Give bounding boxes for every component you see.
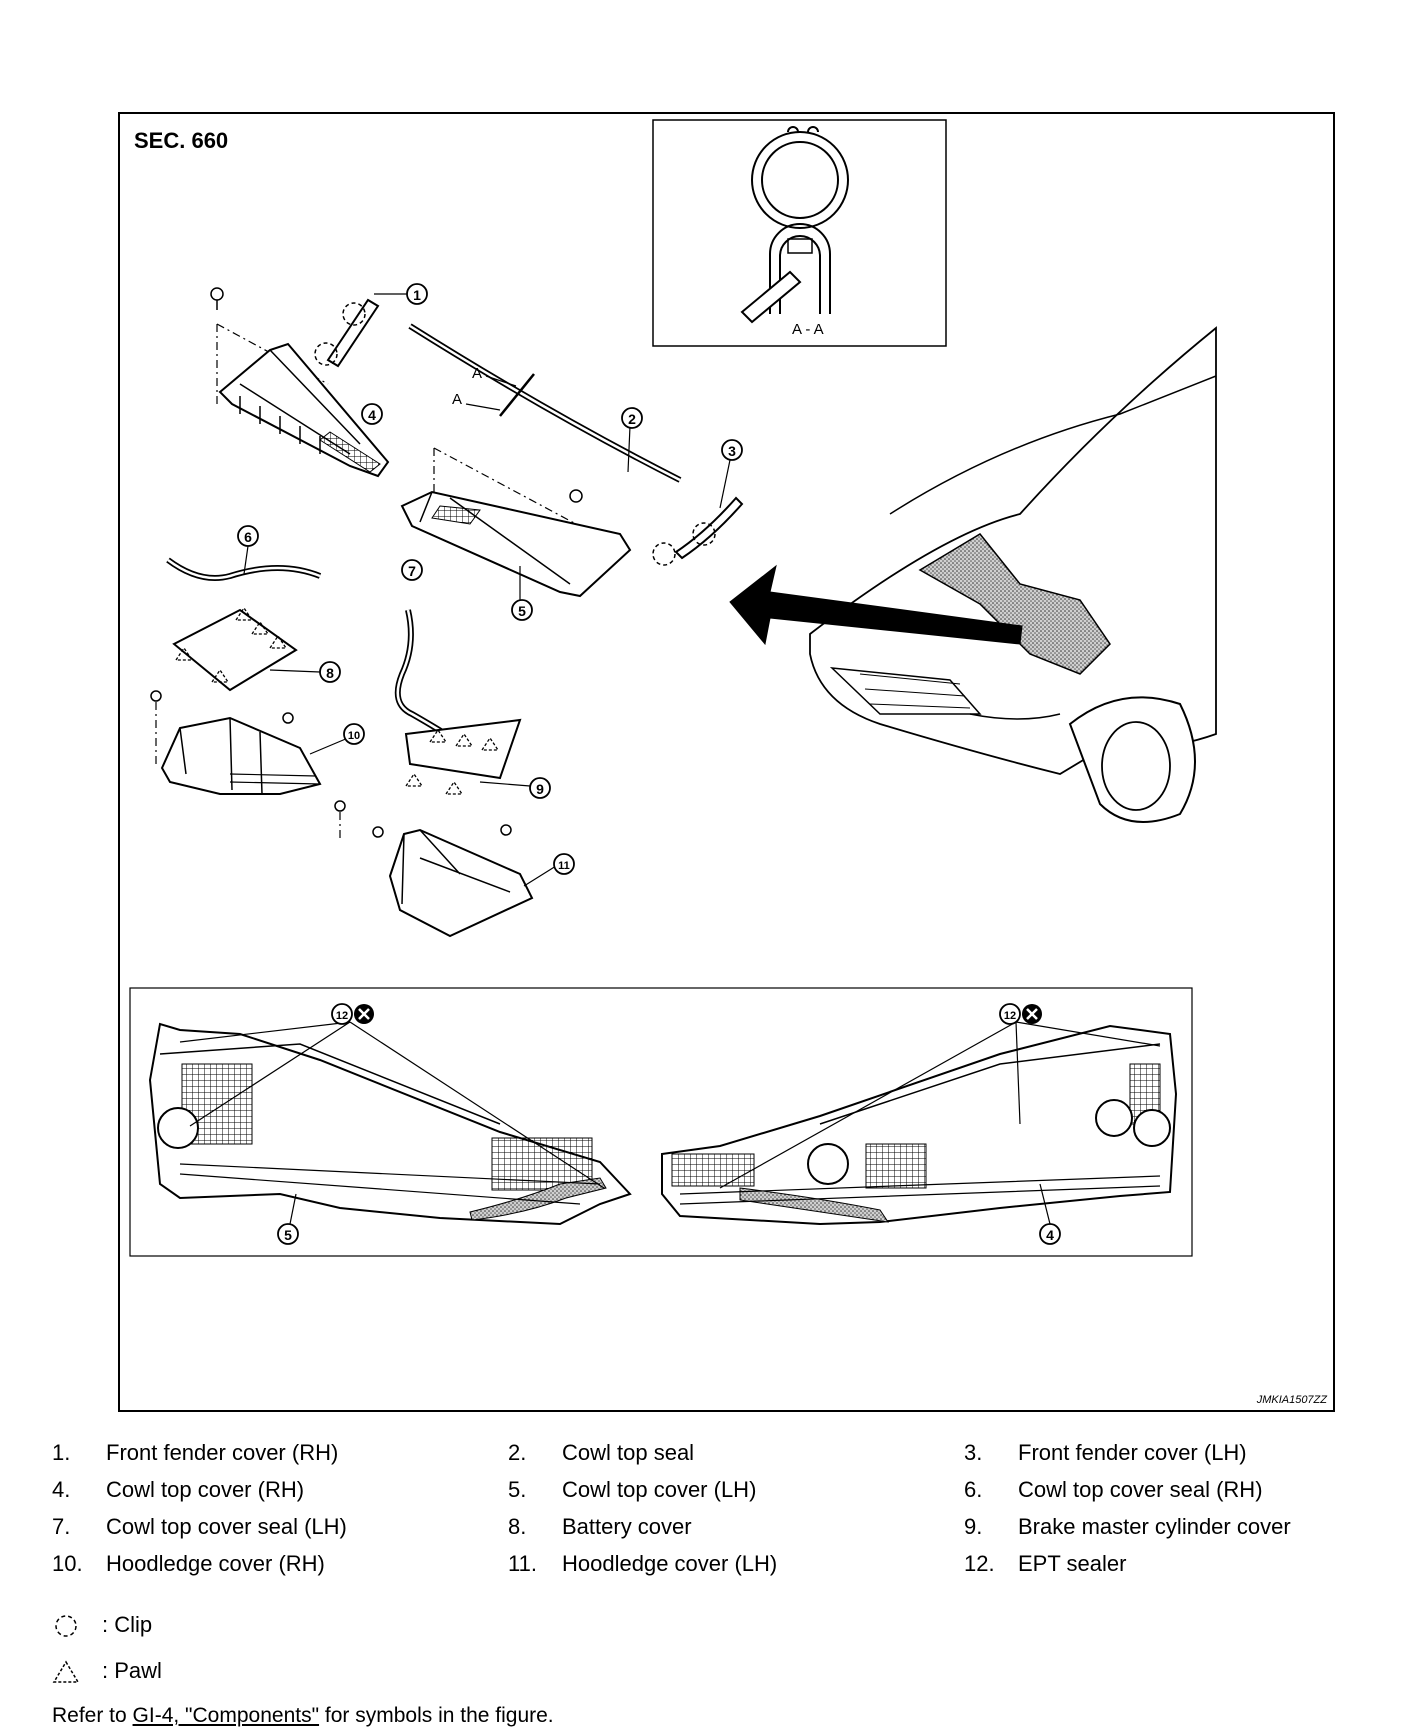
cowl-top-cover-seal-lh	[394, 609, 460, 745]
reference-prefix: Refer to	[52, 1704, 133, 1727]
legend-item-text: Hoodledge cover (LH)	[562, 1551, 778, 1576]
hoodledge-cover-rh	[150, 690, 349, 838]
legend-item-text: Cowl top seal	[562, 1440, 695, 1465]
svg-text:5: 5	[518, 603, 526, 619]
svg-text:10: 10	[348, 730, 360, 742]
cowl-top-cover-seal-rh	[166, 545, 322, 581]
legend-item-number: 3.	[964, 1440, 983, 1465]
legend-item-text: Battery cover	[562, 1514, 692, 1539]
components-reference-link[interactable]: GI-4, "Components"	[132, 1704, 320, 1727]
callout-11: 11	[553, 853, 575, 875]
battery-cover	[172, 606, 321, 692]
legend-item-number: 5.	[508, 1477, 527, 1502]
parts-diagram: A - A A A	[129, 119, 1217, 1257]
no-reuse-icon-left	[354, 1004, 374, 1024]
legend-item-number: 8.	[508, 1514, 527, 1539]
exploded-view-figure: SEC. 660 A - A	[118, 112, 1335, 1412]
svg-text:9: 9	[536, 781, 544, 797]
svg-text:8: 8	[326, 665, 334, 681]
clip-symbol-icon	[52, 1614, 82, 1644]
callout-3: 3	[721, 439, 743, 461]
svg-text:2: 2	[628, 411, 636, 427]
section-label: SEC. 660	[134, 128, 229, 153]
callout-10: 10	[343, 723, 365, 745]
callout-markers: 1 2 3 4 5 6 7 8 9 10 11 12 12 5 4	[237, 283, 1061, 1245]
hoodledge-cover-lh	[372, 824, 557, 938]
brake-master-cylinder-cover	[404, 718, 531, 795]
svg-text:1: 1	[413, 287, 421, 303]
vehicle-location-illustration	[729, 326, 1217, 823]
front-fender-cover-lh	[652, 459, 744, 566]
legend-item-text: Brake master cylinder cover	[1018, 1514, 1291, 1539]
legend-item-number: 9.	[964, 1514, 983, 1539]
ept-sealer-detail-panel	[129, 987, 1193, 1257]
cowl-top-cover-rh	[216, 323, 390, 478]
figure-id: JMKIA1507ZZ	[1256, 1394, 1327, 1406]
legend-item-text: Front fender cover (LH)	[1018, 1440, 1247, 1465]
cut-line-label-a-1: A	[472, 365, 482, 382]
svg-text:11: 11	[558, 860, 570, 872]
svg-text:12: 12	[1004, 1010, 1016, 1022]
svg-text:4: 4	[368, 407, 376, 423]
svg-text:12: 12	[336, 1010, 348, 1022]
callout-4: 4	[361, 403, 383, 425]
cowl-top-seal: A A	[408, 323, 682, 483]
callout-4-detail: 4	[1039, 1223, 1061, 1245]
legend-item-number: 2.	[508, 1440, 527, 1465]
legend-item-number: 4.	[52, 1477, 71, 1502]
clip-symbol-label: : Clip	[102, 1612, 153, 1637]
legend-item-number: 10.	[52, 1551, 83, 1576]
front-fender-cover-rh	[210, 287, 408, 368]
svg-text:7: 7	[408, 563, 416, 579]
pawl-symbol-label: : Pawl	[102, 1658, 162, 1683]
svg-text:6: 6	[244, 529, 252, 545]
legend-item-text: Hoodledge cover (RH)	[106, 1551, 325, 1576]
reference-suffix: for symbols in the figure.	[319, 1704, 554, 1727]
svg-text:5: 5	[284, 1227, 292, 1243]
callout-8: 8	[319, 661, 341, 683]
legend-item-text: Cowl top cover seal (RH)	[1018, 1477, 1263, 1502]
callout-6: 6	[237, 525, 259, 547]
reference-note: Refer to GI-4, "Components" for symbols …	[52, 1704, 554, 1728]
pawl-symbol-icon	[52, 1660, 82, 1690]
legend-item-number: 7.	[52, 1514, 71, 1539]
svg-text:3: 3	[728, 443, 736, 459]
callout-5-detail: 5	[277, 1223, 299, 1245]
section-view-label: A - A	[792, 321, 824, 338]
section-a-a-inset: A - A	[652, 119, 947, 347]
callout-7: 7	[401, 559, 423, 581]
legend-item-text: Cowl top cover (RH)	[106, 1477, 305, 1502]
callout-9: 9	[529, 777, 551, 799]
cut-line-label-a-2: A	[452, 391, 462, 408]
cowl-top-cover-lh	[400, 447, 632, 602]
legend-item-text: Cowl top cover (LH)	[562, 1477, 757, 1502]
legend-item-text: EPT sealer	[1018, 1551, 1127, 1576]
legend-item-text: Front fender cover (RH)	[106, 1440, 339, 1465]
callout-12-left: 12	[331, 1003, 353, 1025]
legend-item-number: 12.	[964, 1551, 995, 1576]
callout-2: 2	[621, 407, 643, 429]
legend-item-number: 1.	[52, 1440, 71, 1465]
svg-text:4: 4	[1046, 1227, 1054, 1243]
legend-item-number: 6.	[964, 1477, 983, 1502]
callout-5: 5	[511, 599, 533, 621]
legend-item-number: 11.	[508, 1551, 537, 1576]
callout-12-right: 12	[999, 1003, 1021, 1025]
no-reuse-icon-right	[1022, 1004, 1042, 1024]
legend-item-text: Cowl top cover seal (LH)	[106, 1514, 347, 1539]
callout-1: 1	[406, 283, 428, 305]
